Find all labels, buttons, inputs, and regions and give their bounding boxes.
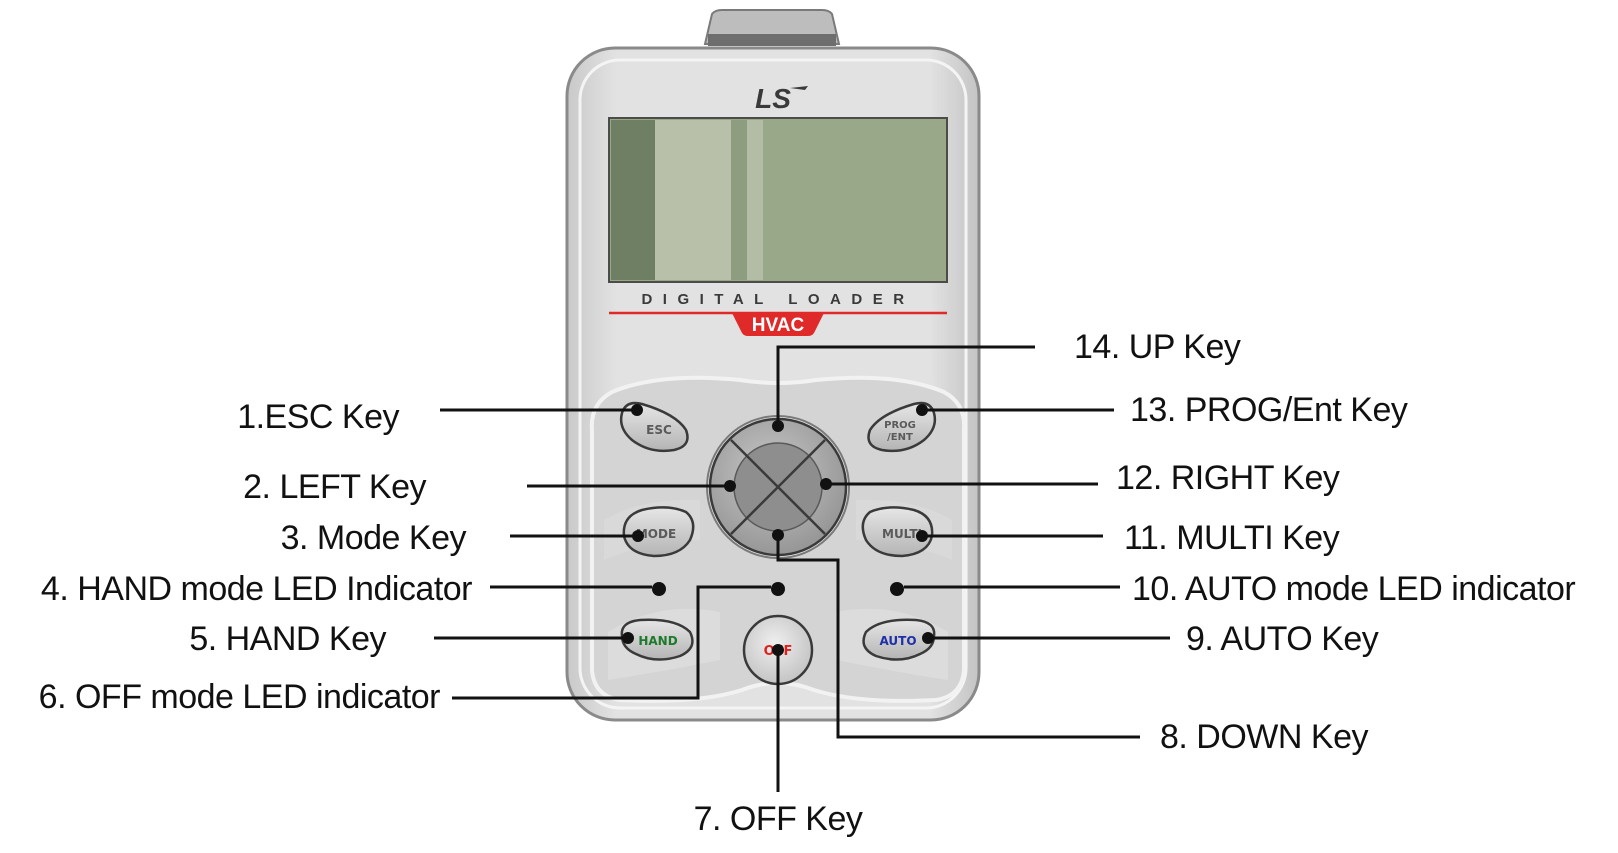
label-off-key: 7. OFF Key [694, 800, 863, 838]
auto-led-indicator [890, 582, 904, 596]
prog-key-label-1: PROG [884, 420, 916, 431]
hvac-badge-label: HVAC [752, 315, 805, 336]
callout-lines [434, 345, 1170, 792]
label-right-key: 12. RIGHT Key [1116, 459, 1340, 497]
brand-logo: LS [755, 83, 791, 114]
label-mode-key: 3. Mode Key [281, 519, 467, 557]
auto-key[interactable]: AUTO [862, 618, 936, 661]
label-left-key: 2. LEFT Key [243, 468, 426, 506]
label-hand-led: 4. HAND mode LED Indicator [41, 570, 472, 608]
esc-key-label: ESC [646, 423, 672, 437]
auto-key-label: AUTO [879, 634, 916, 648]
label-auto-led: 10. AUTO mode LED indicator [1132, 570, 1575, 608]
label-auto-key: 9. AUTO Key [1186, 620, 1379, 658]
multi-key[interactable]: MULTI [861, 506, 934, 558]
prog-ent-key[interactable]: PROG /ENT [867, 401, 937, 453]
hand-key-label: HAND [638, 634, 677, 648]
keypad-device: LS DIGITAL LOADER HVAC ESC PRO [565, 9, 981, 722]
panel-caption: DIGITAL LOADER [641, 291, 914, 308]
label-hand-key: 5. HAND Key [189, 620, 386, 658]
hvac-badge [732, 313, 824, 336]
label-esc-key: 1.ESC Key [237, 398, 399, 436]
hand-key[interactable]: HAND [620, 618, 694, 661]
multi-key-label: MULTI [882, 527, 922, 541]
hand-led-indicator [652, 582, 666, 596]
prog-key-label-2: /ENT [887, 432, 913, 443]
label-up-key: 14. UP Key [1074, 328, 1241, 366]
mode-key[interactable]: MODE [622, 506, 695, 558]
mode-key-label: MODE [636, 527, 676, 541]
label-down-key: 8. DOWN Key [1160, 718, 1368, 756]
label-multi-key: 11. MULTI Key [1124, 519, 1340, 557]
label-off-led: 6. OFF mode LED indicator [39, 678, 441, 716]
off-led-indicator [771, 582, 785, 596]
callout-labels: 1.ESC Key 2. LEFT Key 3. Mode Key 4. HAN… [39, 328, 1576, 838]
lcd-screen [608, 117, 948, 283]
label-prog-key: 13. PROG/Ent Key [1130, 391, 1408, 429]
